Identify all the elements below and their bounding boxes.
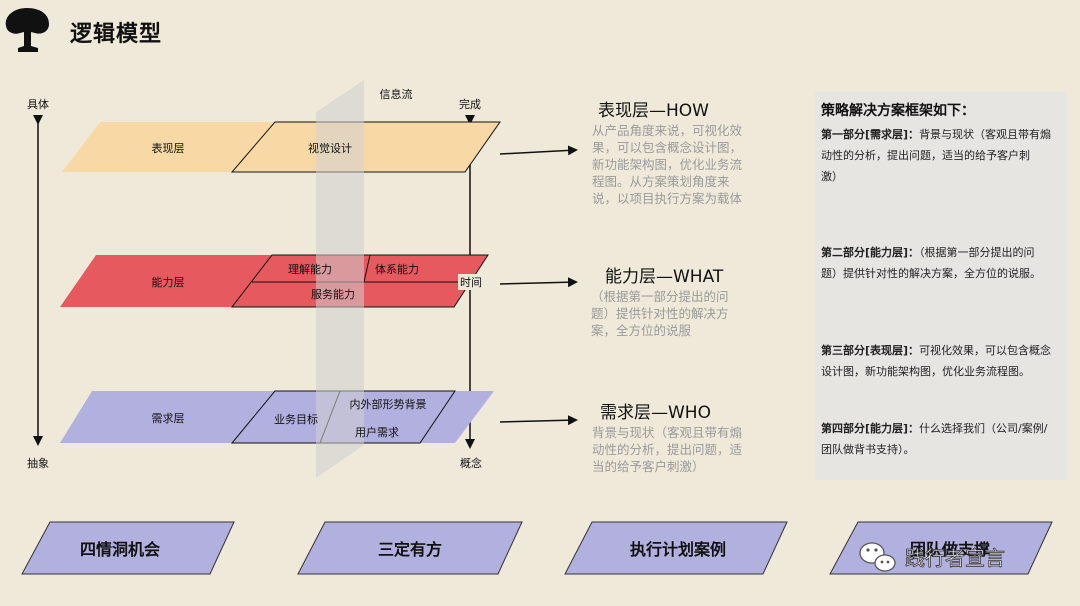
system-capability-label: 体系能力 bbox=[375, 262, 419, 276]
capability-description-body: （根据第一部分提出的问 题）提供针对性的解决方 案，全方位的说服 bbox=[591, 288, 815, 339]
framework-section-1-label: 第一部分[需求层]： bbox=[821, 128, 920, 141]
framework-section-1-line: 激） bbox=[821, 170, 843, 183]
framework-section-3-line: 可视化效果，可以包含概念 bbox=[919, 344, 1052, 357]
internal-external-situation-label: 内外部形势背景 bbox=[350, 397, 427, 411]
bottom-button-2-label: 三定有方 bbox=[378, 540, 442, 559]
capability-description-title: 能力层—WHAT bbox=[605, 267, 724, 287]
bottom-button-1-label: 四情洞机会 bbox=[80, 540, 160, 559]
bottom-button-3-label: 执行计划案例 bbox=[630, 540, 726, 559]
demand-description-title: 需求层—WHO bbox=[600, 403, 711, 423]
strategy-framework-title: 策略解决方案框架如下： bbox=[821, 103, 975, 119]
tree-logo-icon bbox=[5, 8, 49, 52]
right-axis-bottom-label: 概念 bbox=[460, 456, 482, 470]
visual-design-box bbox=[230, 121, 501, 173]
framework-section-1-line: 背景与现状（客观且带有煽 bbox=[919, 128, 1052, 141]
left-axis-bottom-label: 抽象 bbox=[27, 456, 49, 470]
framework-section-2-label: 第二部分[能力层]： bbox=[821, 246, 920, 259]
left-axis-top-label: 具体 bbox=[27, 97, 49, 111]
right-axis-middle-label: 时间 bbox=[460, 276, 482, 289]
info-flow-label: 信息流 bbox=[380, 87, 413, 101]
demand-layer-shape bbox=[60, 391, 494, 443]
capability-layer-shape bbox=[60, 255, 488, 307]
visual-design-label: 视觉设计 bbox=[308, 141, 352, 155]
demand-description-body: 背景与现状（客观且带有煽 动性的分析，提出问题，适 当的给予客户刺激） bbox=[592, 424, 810, 475]
framework-section-1: 第一部分[需求层]：背景与现状（客观且带有煽 动性的分析，提出问题，适当的给予客… bbox=[821, 124, 1066, 187]
demand-arrow bbox=[499, 415, 578, 426]
description-line: 背景与现状（客观且带有煽 bbox=[592, 425, 743, 440]
framework-section-3-line: 设计图，新功能架构图，优化业务流程图。 bbox=[821, 365, 1030, 378]
bottom-button-2[interactable]: 三定有方 bbox=[297, 521, 523, 575]
understanding-capability-label: 理解能力 bbox=[288, 262, 332, 276]
description-line: 果，可以包含概念设计图， bbox=[592, 140, 743, 155]
presentation-description-title: 表现层—HOW bbox=[598, 101, 709, 121]
description-line: 说，以项目执行方案为载体 bbox=[592, 191, 743, 206]
framework-section-2-line: （根据第一部分提出的问 bbox=[919, 246, 1035, 259]
bottom-button-4-label: 团队做支撑 bbox=[910, 540, 990, 559]
bottom-button-3[interactable]: 执行计划案例 bbox=[564, 521, 788, 575]
description-line: 题）提供针对性的解决方 bbox=[591, 306, 729, 321]
right-axis-top-label: 完成 bbox=[459, 97, 481, 111]
framework-section-3-label: 第三部分[表现层]： bbox=[821, 344, 920, 357]
presentation-layer-label: 表现层 bbox=[152, 141, 185, 155]
description-line: 新功能架构图，优化业务流 bbox=[592, 157, 743, 172]
framework-section-2-line: 题）提供针对性的解决方案，全方位的说服。 bbox=[821, 267, 1041, 280]
description-line: 案，全方位的说服 bbox=[591, 323, 692, 338]
capability-items-box bbox=[230, 254, 489, 308]
capability-description: 能力层—WHAT （根据第一部分提出的问 题）提供针对性的解决方 案，全方位的说… bbox=[591, 262, 815, 339]
watermark: 践行者宣言 bbox=[859, 542, 1005, 572]
info-flow-plane bbox=[316, 80, 364, 478]
demand-items-box bbox=[230, 390, 456, 444]
presentation-description-body: 从产品角度来说，可视化效 果，可以包含概念设计图， 新功能架构图，优化业务流 程… bbox=[592, 122, 808, 207]
presentation-layer-shape bbox=[62, 122, 500, 172]
business-goal-label: 业务目标 bbox=[274, 412, 318, 426]
description-line: 当的给予客户刺激） bbox=[592, 459, 705, 474]
strategy-framework-panel bbox=[815, 92, 1067, 480]
presentation-description: 表现层—HOW 从产品角度来说，可视化效 果，可以包含概念设计图， 新功能架构图… bbox=[592, 96, 808, 207]
description-line: 程图。从方案策划角度来 bbox=[592, 174, 730, 189]
framework-section-4-label: 第四部分[能力层]： bbox=[821, 422, 920, 435]
framework-section-1-line: 动性的分析，提出问题，适当的给予客户刺 bbox=[821, 149, 1030, 162]
framework-section-3: 第三部分[表现层]：可视化效果，可以包含概念 设计图，新功能架构图，优化业务流程… bbox=[821, 340, 1066, 382]
capability-layer-label: 能力层 bbox=[152, 275, 185, 289]
demand-layer-label: 需求层 bbox=[152, 412, 185, 425]
framework-section-4-line: 团队做背书支持）。 bbox=[821, 443, 915, 456]
capability-arrow bbox=[499, 277, 578, 288]
bottom-button-1[interactable]: 四情洞机会 bbox=[21, 521, 235, 575]
description-line: （根据第一部分提出的问 bbox=[591, 289, 729, 304]
page-title: 逻辑模型 bbox=[70, 22, 163, 47]
user-demand-label: 用户需求 bbox=[355, 425, 399, 439]
framework-section-2: 第二部分[能力层]：（根据第一部分提出的问 题）提供针对性的解决方案，全方位的说… bbox=[821, 242, 1066, 284]
framework-section-4-line: 什么选择我们（公司/案例/ bbox=[919, 422, 1048, 435]
demand-description: 需求层—WHO 背景与现状（客观且带有煽 动性的分析，提出问题，适 当的给予客户… bbox=[592, 398, 810, 475]
service-capability-label: 服务能力 bbox=[311, 287, 355, 301]
framework-section-4: 第四部分[能力层]：什么选择我们（公司/案例/ 团队做背书支持）。 bbox=[821, 418, 1066, 460]
watermark-text: 践行者宣言 bbox=[905, 546, 1005, 570]
capability-divider-vertical bbox=[363, 254, 371, 283]
presentation-arrow bbox=[499, 145, 578, 156]
description-line: 动性的分析，提出问题，适 bbox=[592, 442, 743, 457]
wechat-icon bbox=[859, 542, 896, 572]
description-line: 从产品角度来说，可视化效 bbox=[592, 123, 743, 138]
